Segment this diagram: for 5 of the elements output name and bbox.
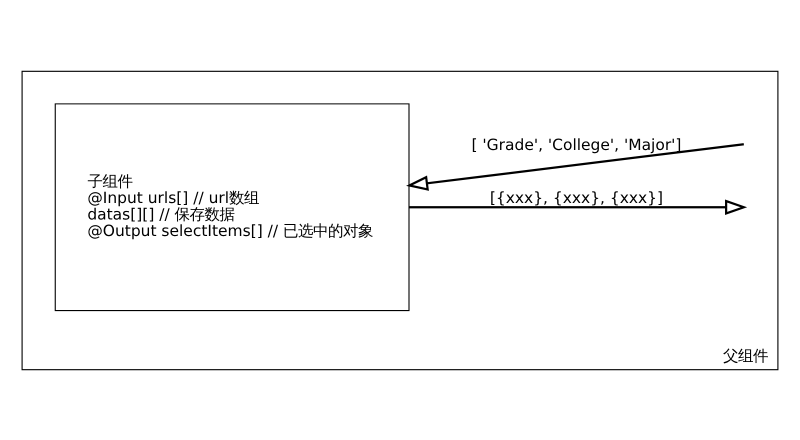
node-box: 子组件 @Input urls[] // url数组 datas[][] // 保存数据 @Output selectItems[] // 已选中的对象 xyxy=(54,102,410,311)
edge-label: [{xxx}, {xxx}, {xxx}] xyxy=(490,188,664,207)
arrow xyxy=(406,142,744,190)
arrow xyxy=(409,198,748,214)
edge-label: [ 'Grade', 'College', 'Major'] xyxy=(471,135,682,154)
